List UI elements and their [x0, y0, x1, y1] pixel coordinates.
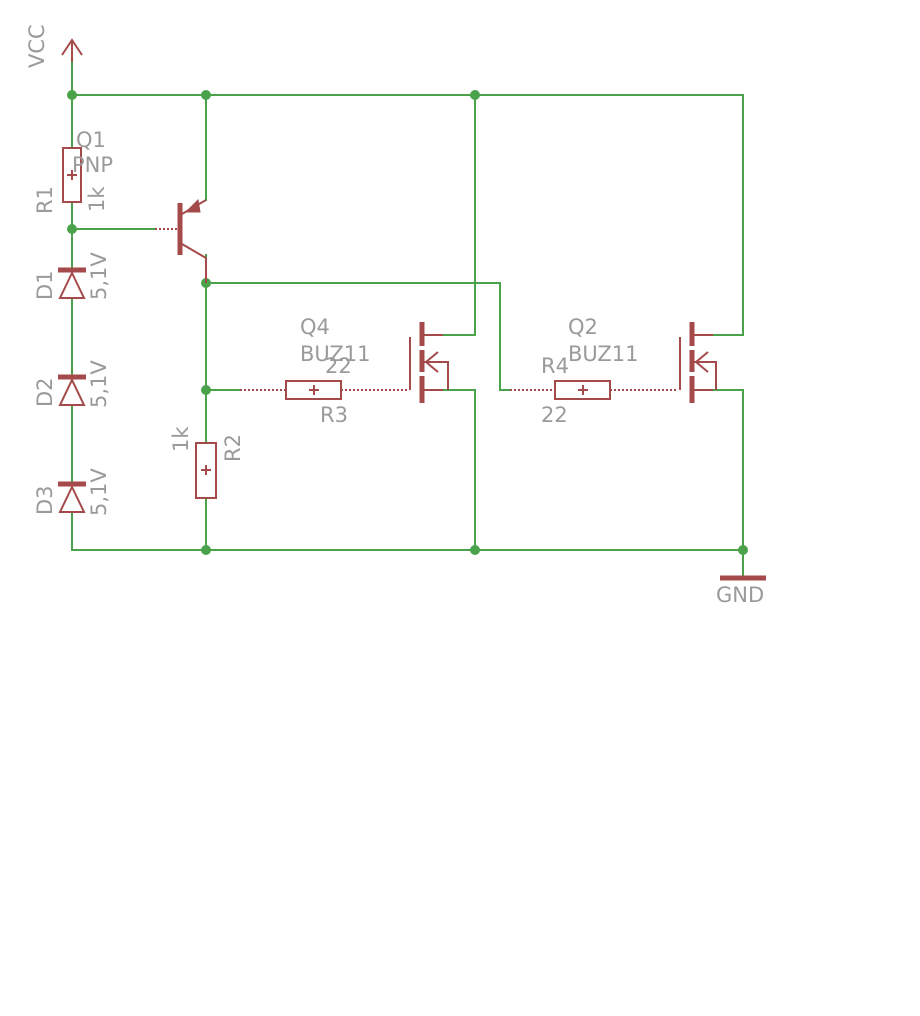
- r4-value: 22: [541, 403, 568, 427]
- zener-d3[interactable]: D3 5,1V: [33, 468, 111, 516]
- q4-arrow-icon: [424, 351, 439, 373]
- resistor-r1[interactable]: R1 1k: [33, 147, 109, 214]
- q2-value: BUZ11: [568, 342, 639, 366]
- r2-value: 1k: [169, 426, 193, 452]
- resistor-r2-mark-icon: [201, 465, 211, 475]
- junction-r3-node: [201, 385, 211, 395]
- q2-arrow-icon: [694, 351, 709, 373]
- d2-name: D2: [33, 377, 57, 407]
- r3-name: R3: [320, 403, 348, 427]
- gnd-symbol[interactable]: GND: [716, 575, 766, 607]
- r3-value: 22: [325, 354, 352, 378]
- d1-triangle-icon: [58, 270, 86, 299]
- mosfet-q4[interactable]: Q4 BUZ11: [300, 315, 449, 403]
- wire-q4-drain: [442, 94, 476, 336]
- junction-gnd-q2: [738, 545, 748, 555]
- zener-d2[interactable]: D2 5,1V: [33, 360, 111, 408]
- q1-name: Q1: [76, 128, 106, 152]
- q1-emitter-arrow-icon: [184, 198, 201, 213]
- r4-name: R4: [541, 354, 569, 378]
- wire-q2-source: [712, 389, 744, 579]
- resistor-r4-mark-icon: [578, 385, 588, 395]
- wire-collector-to-r4: [205, 282, 511, 391]
- zener-d1[interactable]: D1 5,1V: [33, 252, 111, 300]
- wire-vcc-rail: [71, 94, 744, 336]
- resistor-r3[interactable]: 22 R3: [240, 354, 408, 427]
- junction-base: [67, 224, 77, 234]
- junction-vcc-left: [67, 90, 77, 100]
- q2-name: Q2: [568, 315, 598, 339]
- d3-triangle-icon: [58, 484, 86, 513]
- resistor-r3-mark-icon: [309, 385, 319, 395]
- q1-value: PNP: [72, 153, 113, 177]
- d3-value: 5,1V: [87, 468, 111, 516]
- junction-vcc-q4: [470, 90, 480, 100]
- resistor-r2[interactable]: 1k R2: [169, 426, 245, 499]
- q4-value: BUZ11: [300, 342, 371, 366]
- d2-triangle-icon: [58, 377, 86, 406]
- mosfet-q2[interactable]: Q2 BUZ11: [568, 315, 717, 403]
- transistor-q1[interactable]: Q1 PNP: [72, 128, 207, 283]
- d1-value: 5,1V: [87, 252, 111, 300]
- vcc-symbol[interactable]: VCC: [25, 24, 83, 68]
- resistor-r1-body: [62, 147, 82, 203]
- q4-name: Q4: [300, 315, 330, 339]
- resistor-r4[interactable]: R4 22: [510, 354, 678, 427]
- d1-name: D1: [33, 270, 57, 300]
- r1-name: R1: [33, 186, 57, 214]
- junctions: [67, 90, 748, 555]
- junction-gnd-q4: [470, 545, 480, 555]
- junction-vcc-q1: [201, 90, 211, 100]
- resistor-r1-mark-icon: [67, 170, 77, 180]
- resistor-r2-body: [195, 442, 217, 499]
- r1-value: 1k: [85, 186, 109, 212]
- d2-value: 5,1V: [87, 360, 111, 408]
- vcc-arrow-icon: [61, 38, 83, 62]
- d3-name: D3: [33, 485, 57, 515]
- q4-body-lead: [422, 361, 449, 390]
- q1-collector-lead: [181, 243, 207, 283]
- q2-body-lead: [692, 361, 717, 390]
- wires: [71, 61, 744, 579]
- wire-q4-source: [442, 389, 476, 551]
- junction-gnd-r2: [201, 545, 211, 555]
- vcc-label: VCC: [25, 24, 49, 68]
- gnd-label: GND: [716, 583, 764, 607]
- r2-name: R2: [221, 434, 245, 462]
